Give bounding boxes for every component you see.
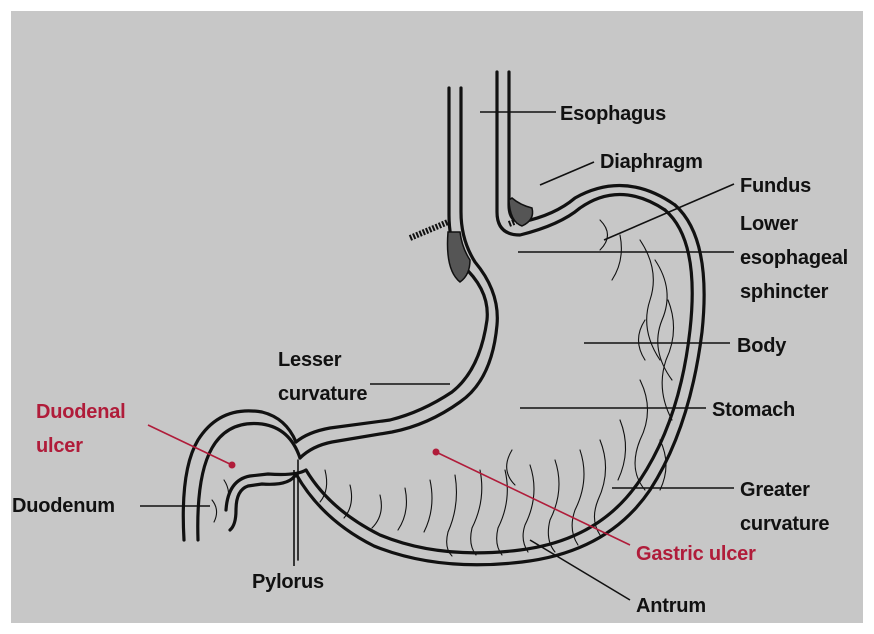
label-les-line3: sphincter: [740, 281, 829, 303]
gastric-ulcer-dot: [433, 449, 440, 456]
fundus-leader: [604, 184, 734, 240]
label-les-line1: Lower: [740, 213, 798, 235]
label-gastric-ulcer: Gastric ulcer: [636, 543, 756, 565]
label-lesser-line2: curvature: [278, 383, 367, 405]
label-lesser-line1: Lesser: [278, 349, 342, 371]
label-antrum: Antrum: [636, 595, 706, 617]
label-duodenal-ulcer-line1: Duodenal: [36, 401, 126, 423]
label-greater-line1: Greater: [740, 479, 810, 501]
label-duodenum: Duodenum: [12, 495, 115, 517]
label-diaphragm: Diaphragm: [600, 151, 703, 173]
label-fundus: Fundus: [740, 175, 811, 197]
leader-lines: [140, 112, 734, 600]
label-greater-line2: curvature: [740, 513, 829, 535]
label-esophagus: Esophagus: [560, 103, 666, 125]
labels: Esophagus Diaphragm Fundus Lower esophag…: [12, 103, 848, 617]
label-body: Body: [737, 335, 787, 357]
diaphragm-marks: [410, 198, 533, 282]
label-duodenal-ulcer-line2: ulcer: [36, 435, 83, 457]
label-pylorus: Pylorus: [252, 571, 324, 593]
duodenal-ulcer-dot: [229, 462, 236, 469]
duodenum-tube: [183, 411, 306, 560]
label-stomach: Stomach: [712, 399, 795, 421]
gastric-ulcer-leader: [436, 452, 630, 545]
label-les-line2: esophageal: [740, 247, 848, 269]
diaphragm-leader: [540, 162, 594, 185]
